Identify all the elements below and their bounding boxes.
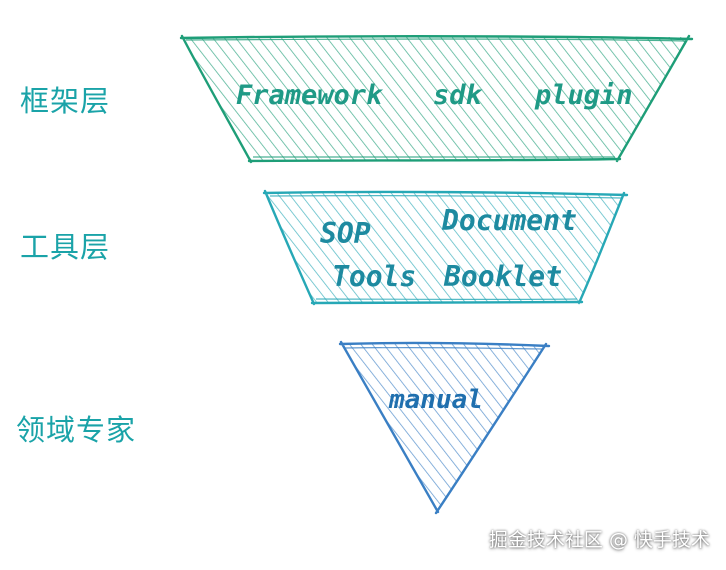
tools-layer-label: 工具层 bbox=[20, 230, 111, 264]
tools-item-document: Document bbox=[441, 204, 577, 237]
watermark-text: 掘金技术社区 @ 快手技术 bbox=[488, 529, 710, 551]
framework-layer-label: 框架层 bbox=[20, 84, 111, 118]
framework-item-plugin: plugin bbox=[534, 80, 633, 111]
tools-layer-shape bbox=[262, 189, 629, 306]
tools-item-sop: SOP bbox=[320, 217, 371, 250]
expert-layer-shape bbox=[338, 340, 551, 515]
tools-item-tools: Tools bbox=[332, 260, 416, 293]
framework-item-framework: Framework bbox=[236, 80, 384, 111]
expert-layer-label: 领域专家 bbox=[16, 413, 137, 447]
framework-layer-shape bbox=[179, 34, 694, 164]
framework-item-sdk: sdk bbox=[433, 80, 484, 111]
tools-item-booklet: Booklet bbox=[443, 260, 562, 293]
expert-item-manual: manual bbox=[388, 385, 483, 415]
